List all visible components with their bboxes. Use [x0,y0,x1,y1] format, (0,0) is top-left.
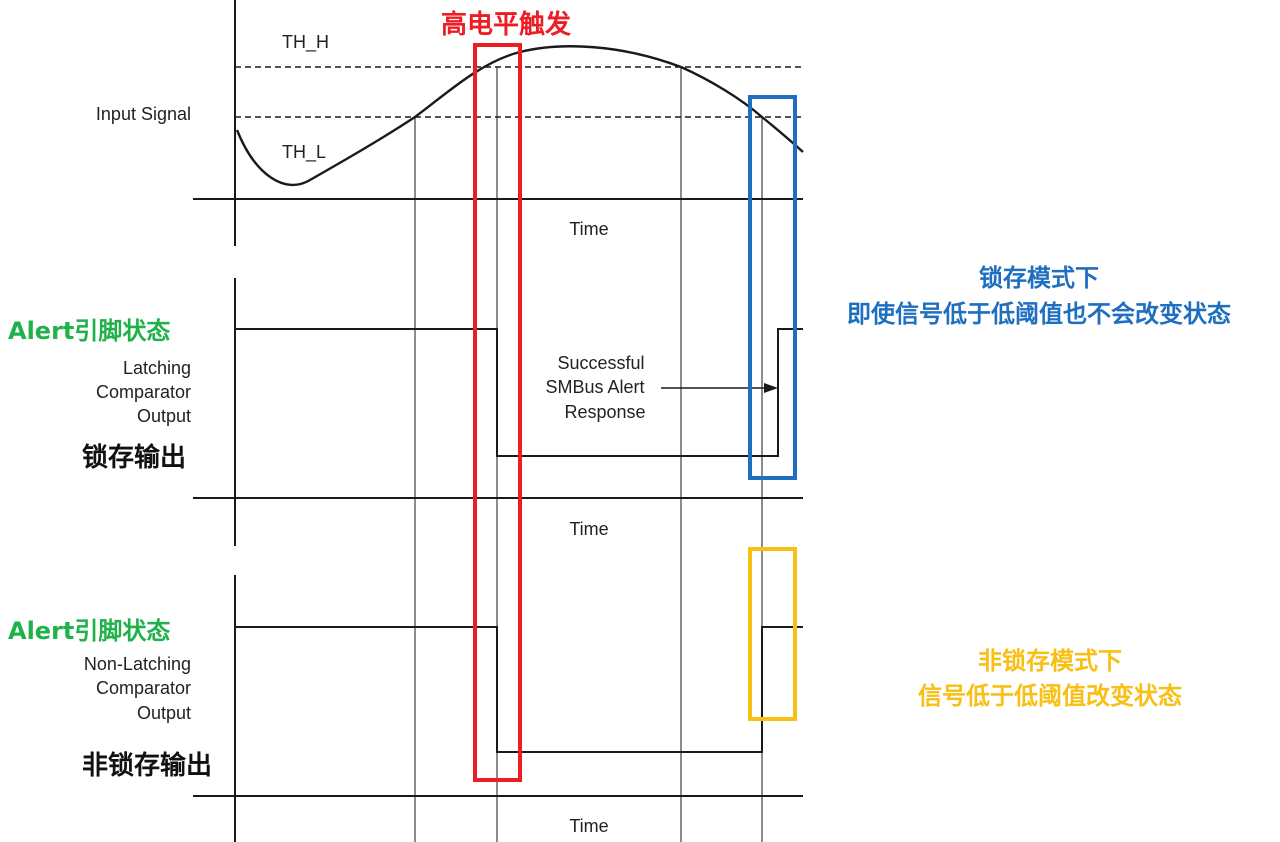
yellow-annotation-line-1: 非锁存模式下 [978,647,1122,675]
nonlatching-alert-label: Alert引脚状态 [8,617,170,645]
red-annotation-title: 高电平触发 [441,9,571,40]
blue-annotation-line-2: 即使信号低于低阈值也不会改变状态 [847,300,1231,328]
nonlatching-output-line-1: Non-Latching [84,654,191,674]
nonlatching-chinese-label: 非锁存输出 [82,750,212,781]
nonlatching-output-line-3: Output [137,703,191,723]
smbus-line-3: Response [564,402,645,422]
signal-time-label: Time [569,219,608,239]
latching-output-waveform [235,328,803,457]
latching-alert-label: Alert引脚状态 [8,317,170,345]
nonlatching-output-waveform [235,626,803,753]
input-signal-label: Input Signal [96,104,191,124]
latching-time-label: Time [569,519,608,539]
yellow-annotation-line-2: 信号低于低阈值改变状态 [918,682,1182,710]
latching-output-line-1: Latching [123,358,191,378]
nonlatching-output-line-2: Comparator [96,678,191,698]
latching-output-line-3: Output [137,406,191,426]
smbus-line-1: Successful [557,353,644,373]
red-trigger-box [473,43,522,782]
smbus-line-2: SMBus Alert [545,377,644,397]
smbus-arrow-head [764,383,778,393]
input-signal-curve [235,45,804,186]
nonlatching-time-label: Time [569,816,608,836]
th-high-label: TH_H [282,32,329,53]
blue-latching-box [748,95,797,480]
latching-chinese-label: 锁存输出 [82,442,186,473]
yellow-nonlatching-box [748,547,797,721]
th-low-label: TH_L [282,142,326,163]
latching-output-line-2: Comparator [96,382,191,402]
blue-annotation-line-1: 锁存模式下 [979,264,1099,292]
